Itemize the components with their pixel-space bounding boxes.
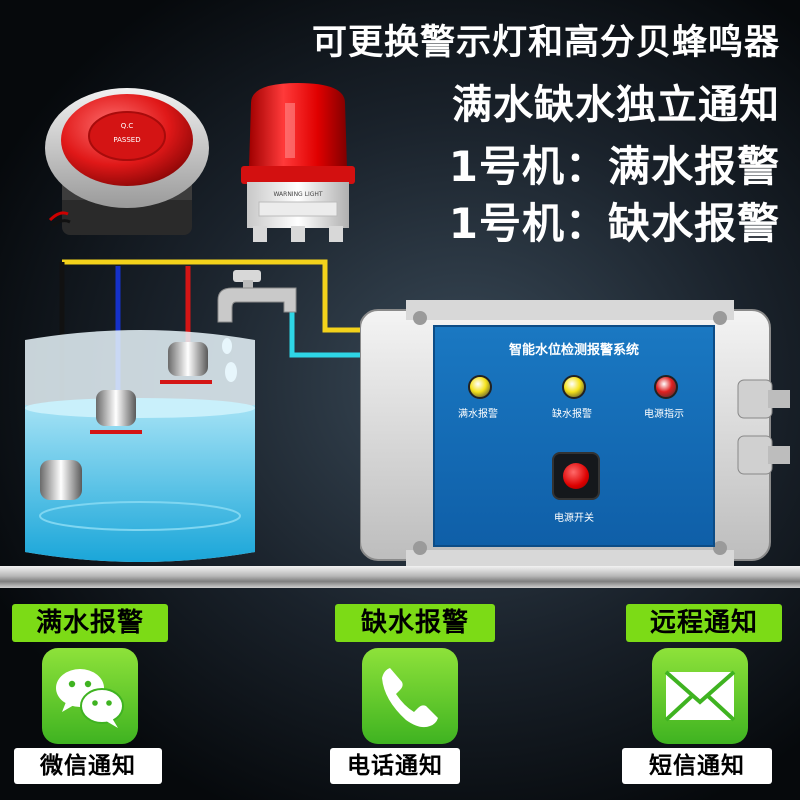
water-tank	[25, 330, 255, 562]
headline-2: 满水缺水独立通知	[452, 82, 780, 128]
beacon-label: WARNING LIGHT	[273, 191, 322, 198]
siren-label-passed: PASSED	[113, 136, 140, 144]
card-2-title: 缺水报警	[335, 604, 495, 642]
envelope-icon	[652, 648, 748, 744]
power-switch-button[interactable]	[552, 452, 600, 500]
card-2-subtitle: 电话通知	[330, 748, 460, 784]
cable-gland-icon	[737, 379, 790, 475]
low-water-led-label: 缺水报警	[552, 409, 592, 420]
power-switch-label: 电源开关	[554, 513, 594, 524]
siren-label-qc: Q.C	[121, 122, 134, 130]
card-1-subtitle: 微信通知	[14, 748, 162, 784]
siren-buzzer-icon: Q.C PASSED	[45, 88, 209, 235]
float-switch-high-icon	[160, 342, 212, 384]
power-indicator-led	[654, 375, 678, 399]
warning-beacon-icon: WARNING LIGHT	[241, 83, 355, 242]
low-water-led	[562, 375, 586, 399]
headline-4: 1号机：缺水报警	[448, 199, 780, 248]
headline-1: 可更换警示灯和高分贝蜂鸣器	[311, 23, 780, 63]
card-3-subtitle: 短信通知	[622, 748, 772, 784]
full-water-led	[468, 375, 492, 399]
power-indicator-label: 电源指示	[644, 409, 684, 420]
divider-shelf	[0, 566, 800, 588]
headline-3: 1号机：满水报警	[448, 142, 780, 191]
float-switch-low-icon	[40, 460, 82, 500]
wechat-icon	[42, 648, 138, 744]
phone-icon	[362, 648, 458, 744]
full-water-led-label: 满水报警	[458, 409, 498, 420]
panel-title: 智能水位检测报警系统	[508, 343, 639, 358]
card-3-title: 远程通知	[626, 604, 782, 642]
control-panel: 智能水位检测报警系统 满水报警 缺水报警 电源指示 电源开关	[433, 325, 715, 547]
float-switch-mid-icon	[90, 390, 142, 434]
card-1-title: 满水报警	[12, 604, 168, 642]
